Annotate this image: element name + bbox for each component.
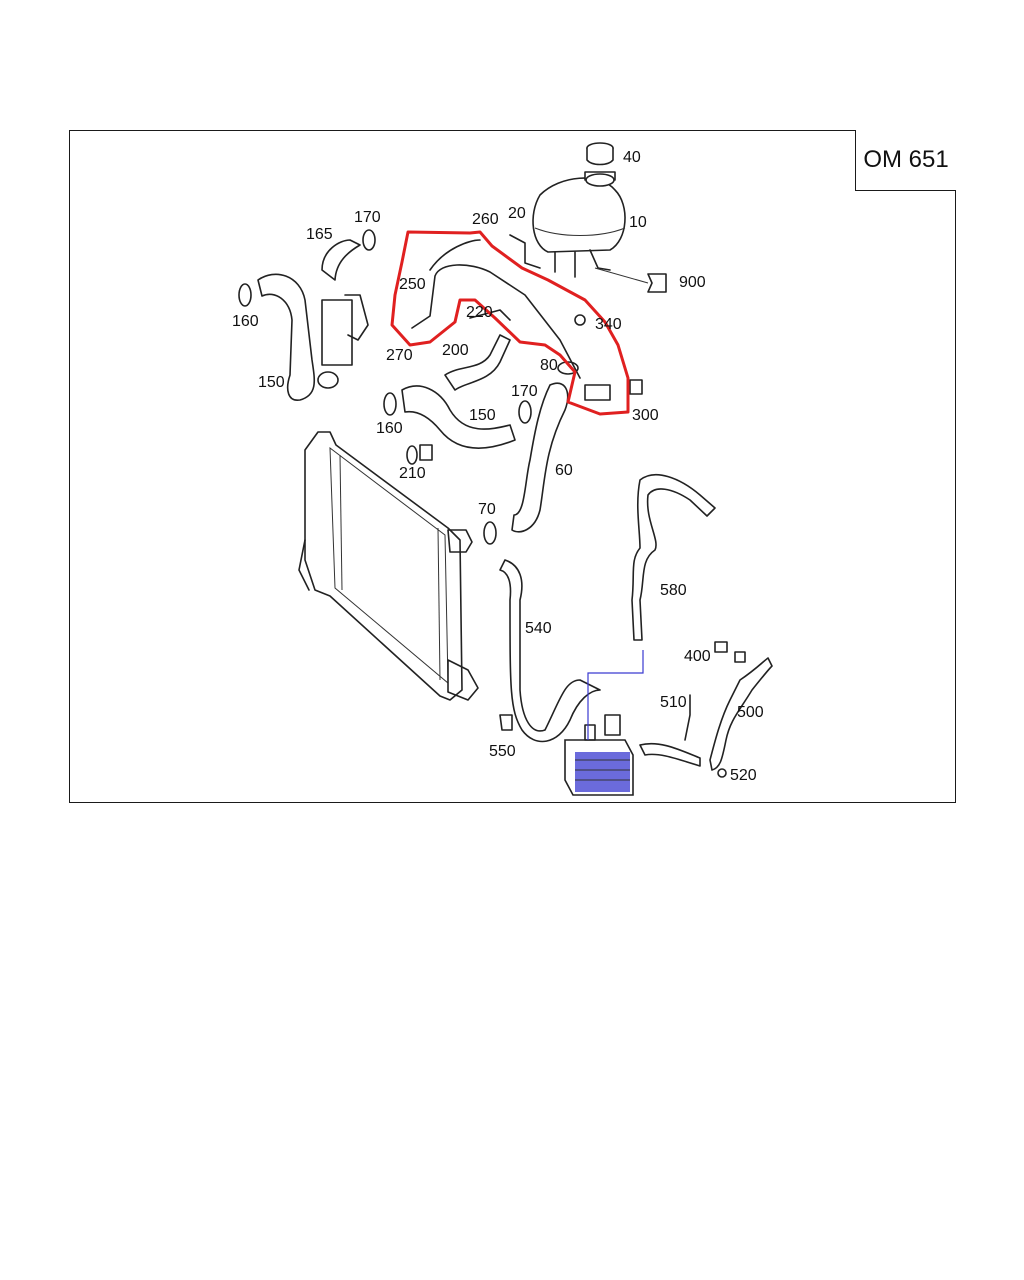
label-250: 250 (399, 276, 426, 293)
label-210: 210 (399, 465, 426, 482)
oil-cooler (564, 714, 634, 796)
hose-510 (639, 742, 701, 767)
hose-580 (631, 473, 716, 641)
engine-code-box: OM 651 (855, 130, 956, 191)
label-165: 165 (306, 226, 333, 243)
ring-170-mid (518, 400, 532, 424)
bracket-550 (499, 714, 513, 731)
label-40: 40 (623, 149, 641, 166)
label-340: 340 (595, 316, 622, 333)
label-150-left: 150 (258, 374, 285, 391)
label-900: 900 (679, 274, 706, 291)
label-220: 220 (466, 304, 493, 321)
label-160-mid: 160 (376, 420, 403, 437)
expansion-tank (509, 171, 626, 278)
hose-200 (444, 334, 511, 391)
clip-340 (574, 314, 586, 326)
label-270: 270 (386, 347, 413, 364)
label-170-top: 170 (354, 209, 381, 226)
hose-165 (321, 239, 361, 281)
label-70: 70 (478, 501, 496, 518)
label-580: 580 (660, 582, 687, 599)
hose-150-mid (401, 385, 516, 449)
label-160-left: 160 (232, 313, 259, 330)
label-540: 540 (525, 620, 552, 637)
label-150-mid: 150 (469, 407, 496, 424)
cap (586, 142, 614, 166)
screw-520 (717, 768, 727, 778)
label-10: 10 (629, 214, 647, 231)
label-200: 200 (442, 342, 469, 359)
label-60: 60 (555, 462, 573, 479)
ring-160-left (238, 283, 252, 307)
highlight-outline (390, 230, 630, 416)
label-20: 20 (508, 205, 526, 222)
clip-400 (714, 641, 746, 663)
hose-250 (411, 264, 581, 379)
label-260: 260 (472, 211, 499, 228)
ring-170-top (362, 229, 376, 251)
label-510: 510 (660, 694, 687, 711)
hose-540 (499, 559, 601, 743)
hose-60 (511, 382, 569, 533)
hose-150-left (257, 273, 316, 401)
label-80: 80 (540, 357, 558, 374)
hose-500 (709, 657, 773, 771)
label-550: 550 (489, 743, 516, 760)
label-400: 400 (684, 648, 711, 665)
connector-900 (647, 273, 667, 293)
label-170-mid: 170 (511, 383, 538, 400)
radiator (298, 431, 479, 701)
ring-160-mid (383, 392, 397, 416)
label-500: 500 (737, 704, 764, 721)
label-300: 300 (632, 407, 659, 424)
ring-70 (483, 521, 497, 545)
ring-210 (406, 445, 418, 465)
label-520: 520 (730, 767, 757, 784)
